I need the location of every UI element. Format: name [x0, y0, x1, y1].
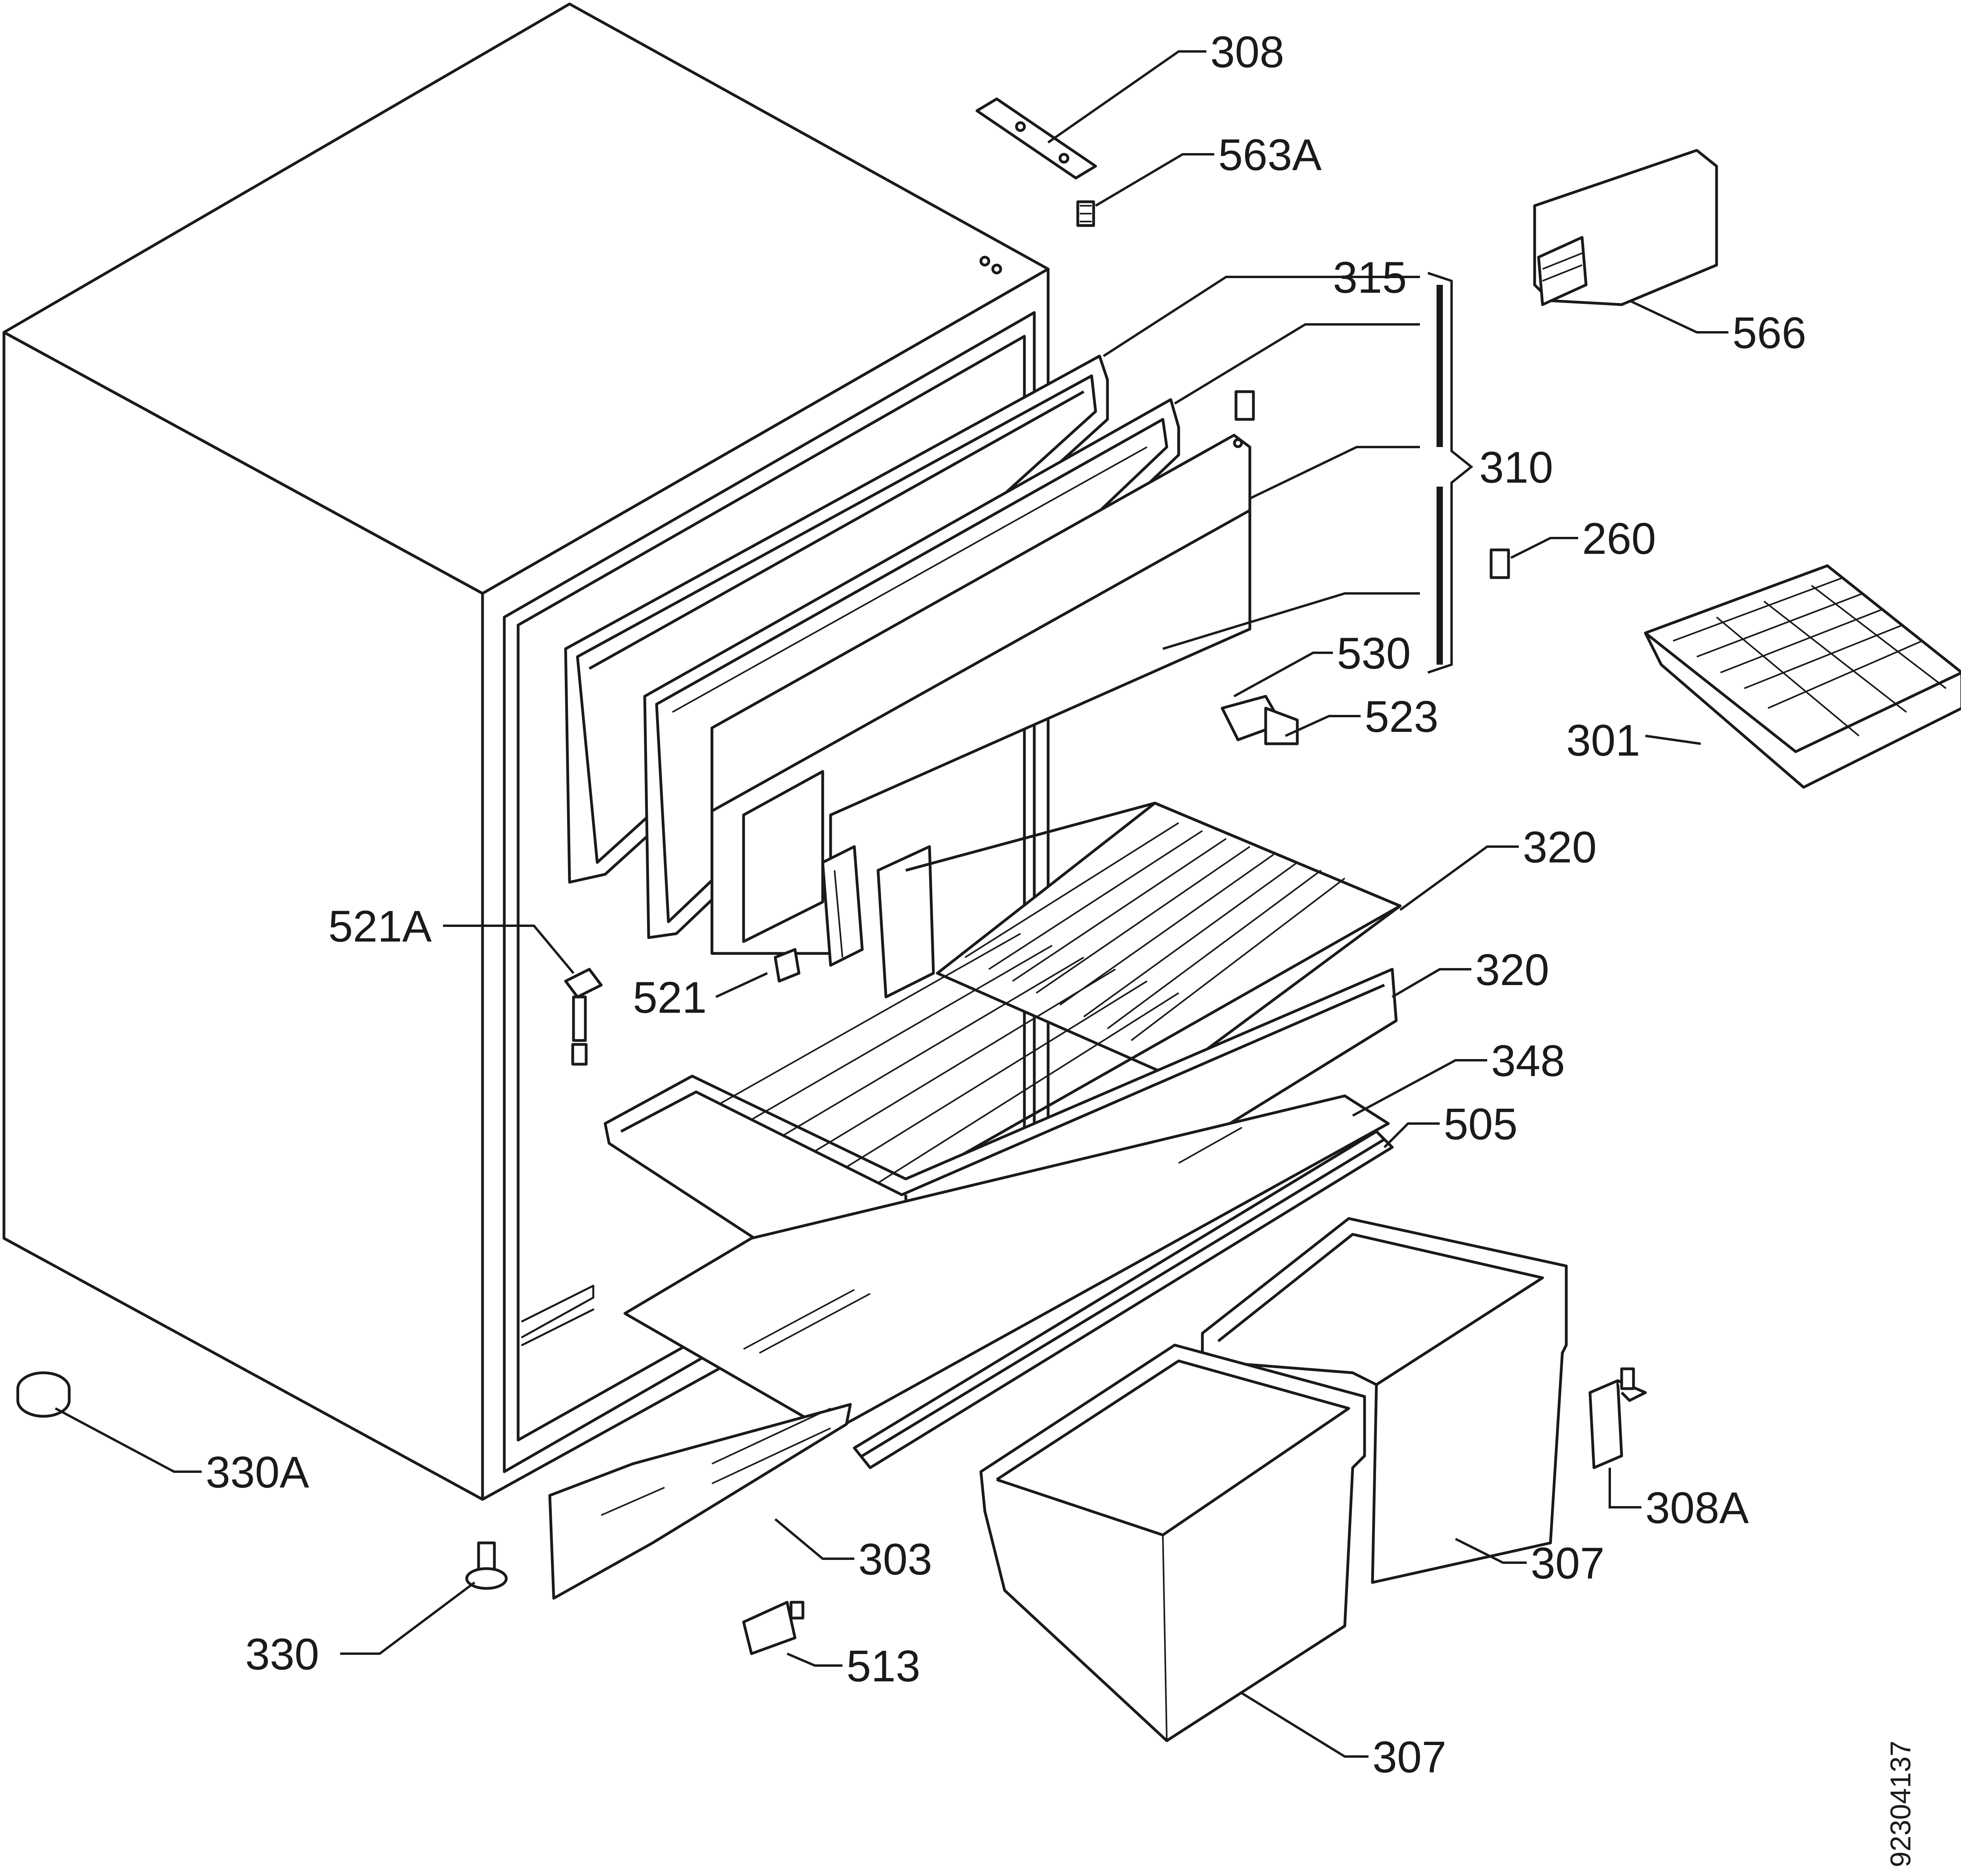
ice-tray-301 — [1644, 564, 1961, 789]
label-315: 315 — [1333, 253, 1407, 302]
hinge-bracket-308a — [1588, 1367, 1647, 1469]
foot-330a — [16, 1371, 71, 1418]
glass-shelf-348 — [623, 1094, 1390, 1434]
label-301: 301 — [1566, 716, 1640, 765]
label-330a: 330A — [206, 1448, 309, 1497]
base-cover-303 — [548, 1403, 852, 1600]
hinge-plate-308 — [975, 97, 1097, 180]
catch-513 — [742, 1601, 804, 1655]
drawing-code: 92304137 — [1885, 1741, 1917, 1867]
label-308a: 308A — [1645, 1483, 1749, 1533]
label-563a: 563A — [1218, 130, 1322, 180]
label-513: 513 — [846, 1641, 920, 1691]
ice-scraper-566 — [1533, 149, 1718, 306]
label-523: 523 — [1365, 692, 1439, 741]
label-566: 566 — [1732, 308, 1806, 358]
label-530: 530 — [1337, 629, 1411, 678]
label-330: 330 — [245, 1630, 319, 1679]
part-labels: 308 563A 566 315 310 260 530 523 301 320… — [206, 27, 1917, 1867]
door-screw — [1234, 390, 1255, 421]
label-307-front: 307 — [1372, 1732, 1446, 1782]
label-505: 505 — [1444, 1099, 1518, 1149]
label-310: 310 — [1479, 443, 1553, 492]
label-521: 521 — [633, 973, 707, 1022]
label-521a: 521A — [328, 902, 432, 951]
label-260: 260 — [1582, 514, 1656, 563]
crisper-bin-307-front — [979, 1344, 1366, 1742]
bracket-310 — [1427, 272, 1473, 674]
label-320-middle: 320 — [1475, 945, 1549, 995]
label-307-rear: 307 — [1531, 1539, 1605, 1588]
adjustable-foot-330 — [465, 1541, 508, 1590]
door-outer-panel — [710, 434, 1251, 955]
crisper-bin-307-rear — [1201, 1217, 1568, 1584]
clip-260 — [1490, 548, 1510, 579]
latch-530-523 — [1221, 695, 1299, 745]
label-308: 308 — [1210, 27, 1284, 77]
screw-563a — [1076, 200, 1095, 227]
label-348: 348 — [1491, 1036, 1565, 1086]
label-303: 303 — [858, 1535, 932, 1584]
door-handle-521 — [774, 845, 935, 999]
label-320-top: 320 — [1523, 822, 1597, 872]
shelf-edge-trim-505 — [853, 1130, 1394, 1469]
leader-lines — [55, 50, 1728, 1758]
lamp-socket-521a — [564, 968, 603, 1066]
